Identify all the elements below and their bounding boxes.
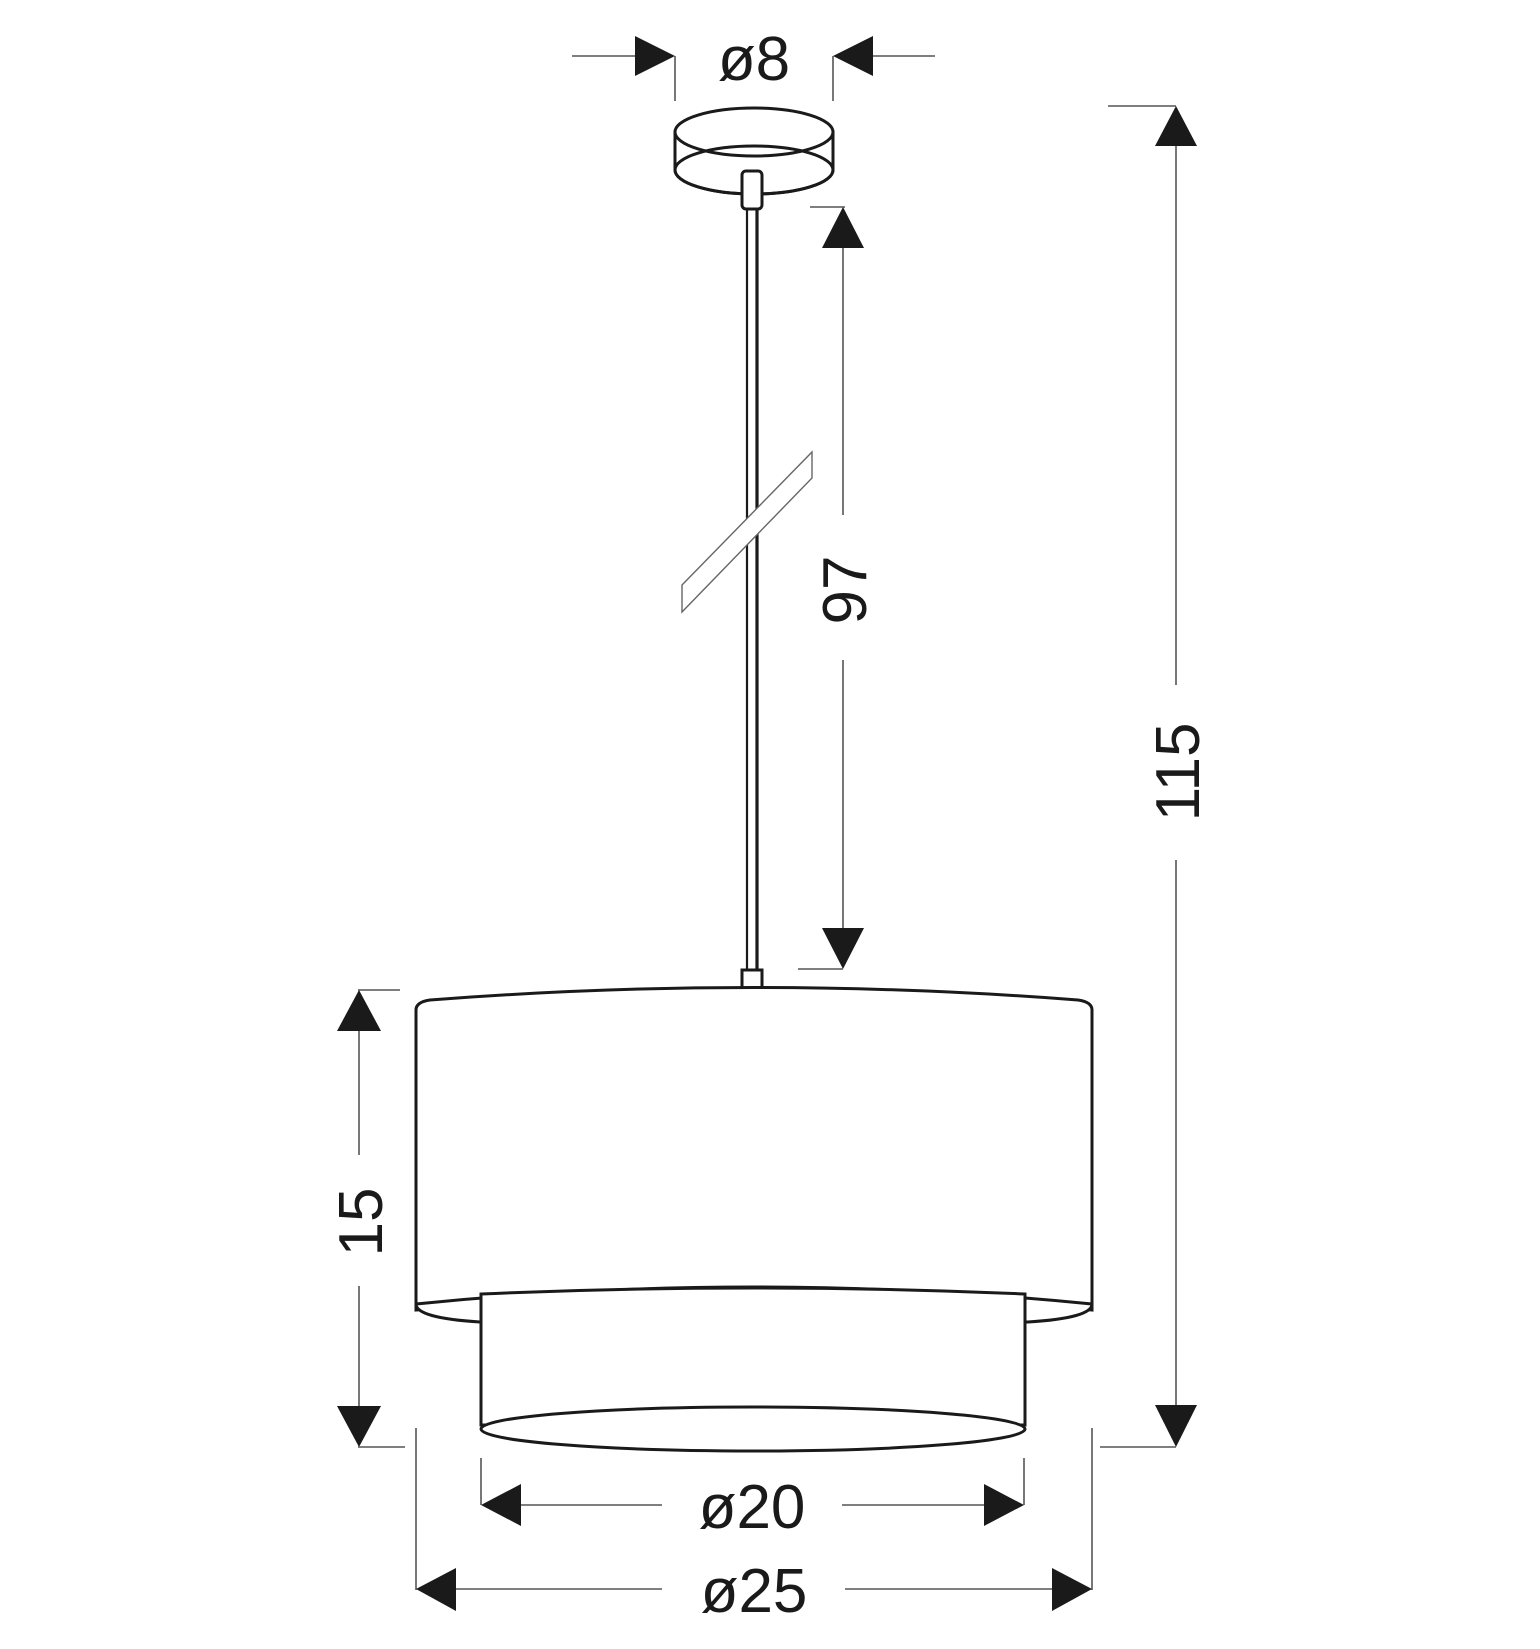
- inner-diameter-label: ø20: [699, 1473, 806, 1542]
- canopy-diameter-label: ø8: [718, 25, 790, 94]
- arrow-down-icon: [822, 928, 864, 969]
- arrow-right-icon: [1052, 1568, 1092, 1611]
- arrow-down-icon: [337, 1406, 381, 1447]
- arrow-up-icon: [337, 990, 381, 1031]
- arrow-left-icon: [833, 36, 873, 76]
- shade-height-dimension: 15: [327, 989, 405, 1448]
- total-height-label: 115: [1144, 723, 1213, 822]
- rod-length-label: 97: [811, 556, 880, 625]
- total-height-dimension: 115: [1100, 105, 1213, 1448]
- arrow-up-icon: [822, 207, 864, 248]
- arrow-left-icon: [481, 1484, 521, 1526]
- canopy-diameter-dimension: ø8: [572, 25, 935, 101]
- shade-height-label: 15: [327, 1188, 396, 1257]
- break-mark-icon: [681, 450, 813, 614]
- arrow-right-icon: [984, 1484, 1024, 1526]
- ceiling-canopy: [673, 106, 835, 196]
- outer-diameter-label: ø25: [701, 1557, 808, 1626]
- arrow-right-icon: [635, 36, 675, 76]
- inner-diameter-dimension: ø20: [480, 1458, 1025, 1542]
- arrow-left-icon: [416, 1568, 456, 1611]
- arrow-up-icon: [1155, 106, 1197, 146]
- arrow-down-icon: [1155, 1405, 1197, 1447]
- suspension-rod: [681, 169, 813, 992]
- outer-diameter-dimension: ø25: [415, 1428, 1093, 1626]
- lamp-shade: [414, 986, 1094, 1453]
- rod-length-dimension: 97: [798, 206, 880, 970]
